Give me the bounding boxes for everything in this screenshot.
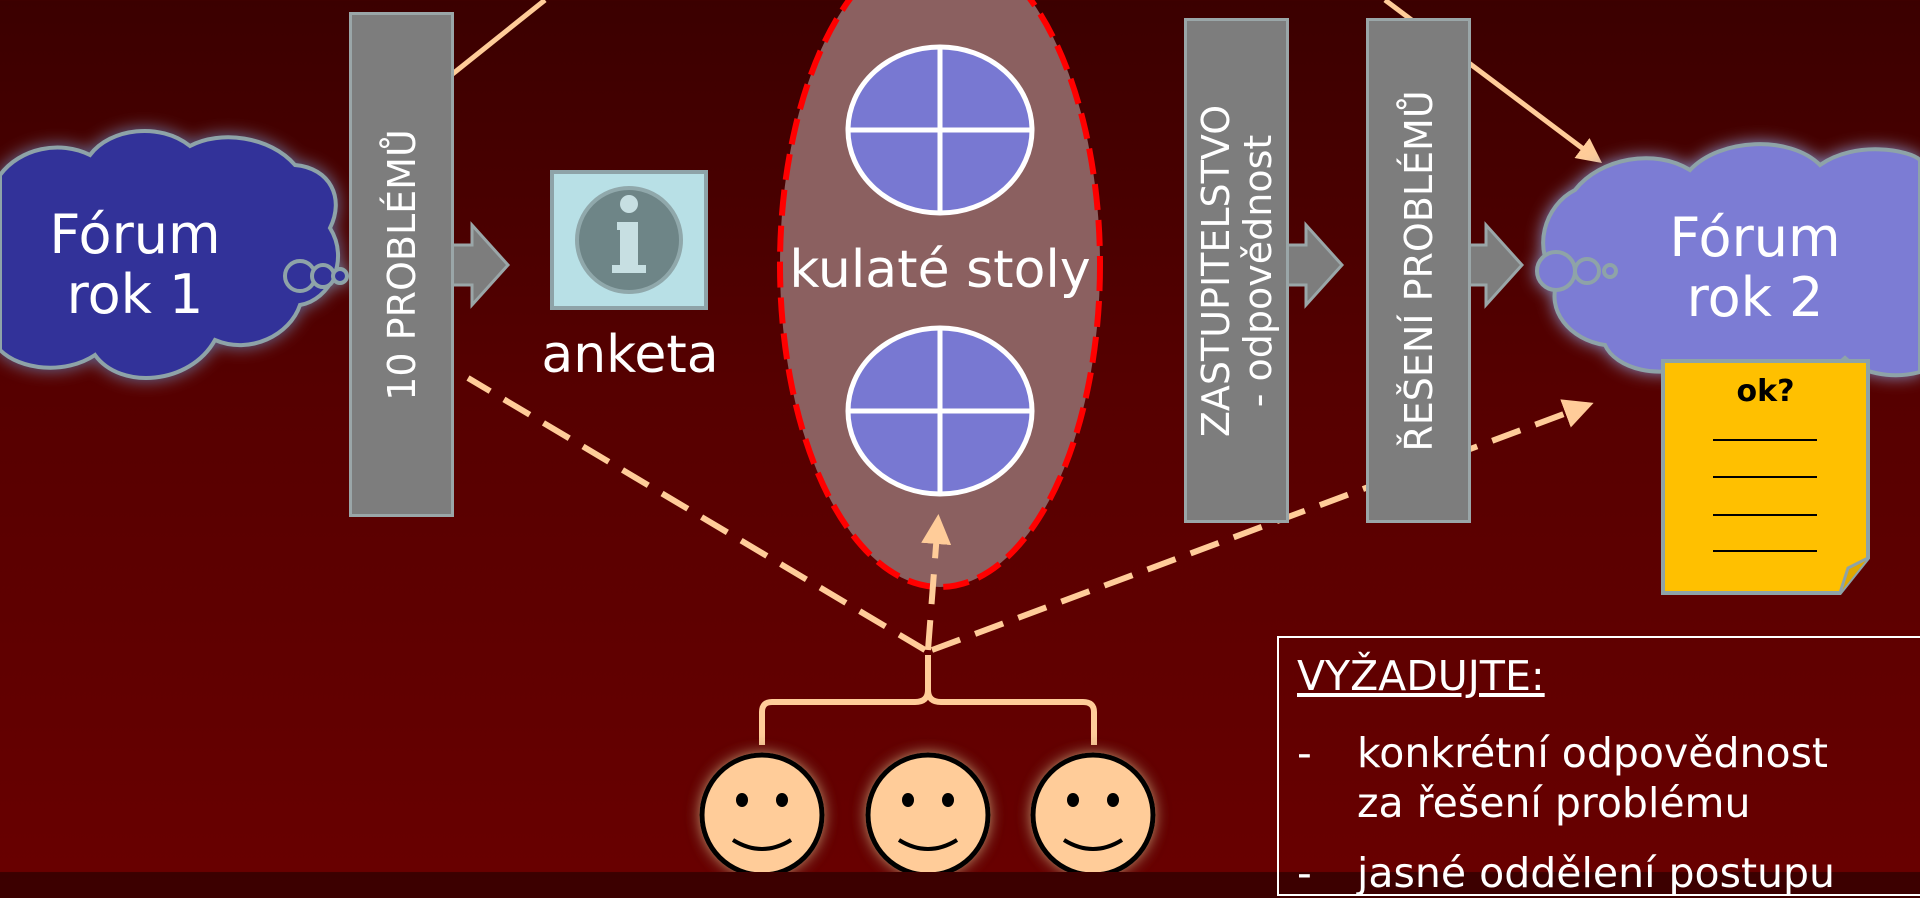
forum-year1-label: Fórum rok 1 (40, 205, 230, 325)
round-table-bottom (845, 325, 1035, 497)
note-sheet (1661, 359, 1870, 595)
diagram-canvas (0, 0, 1920, 872)
cloud-forum-year2 (1535, 142, 1920, 385)
solution-bar-label: ŘEŠENÍ PROBLÉMŮ (1396, 89, 1441, 452)
citizen-face-1 (699, 752, 825, 872)
citizen-face-3 (1030, 752, 1156, 872)
citizen-face-2 (865, 752, 991, 872)
requirement-1-dash: - (1297, 729, 1312, 777)
dashed-arrow-left (466, 375, 927, 653)
solution-bar: ŘEŠENÍ PROBLÉMŮ (1366, 18, 1471, 523)
forum-year2-line1: Fórum (1669, 206, 1841, 269)
council-bar: ZASTUPITELSTVO - odpovědnost (1184, 18, 1289, 523)
people-brace (759, 655, 1097, 745)
council-bar-label: ZASTUPITELSTVO - odpovědnost (1193, 104, 1280, 437)
forum-year2-label: Fórum rok 2 (1660, 208, 1850, 328)
dashed-arrow-right (930, 399, 1594, 653)
requirement-2-line1: jasné oddělení postupu (1357, 849, 1836, 897)
block-arrow-solution (1464, 221, 1525, 309)
council-bar-line1: ZASTUPITELSTVO (1193, 104, 1238, 437)
block-arrow-council (1284, 221, 1345, 309)
block-arrow-problems (450, 221, 511, 309)
requirement-2-dash: - (1297, 849, 1312, 897)
note-label: ok? (1736, 374, 1795, 409)
forum-year2-line2: rok 2 (1686, 266, 1824, 329)
solid-arrow-left (448, 0, 547, 78)
forum-year1-line1: Fórum (49, 203, 221, 266)
problems-bar-label: 10 PROBLÉMŮ (379, 128, 424, 401)
cloud-forum-year1 (0, 128, 349, 380)
dashed-arrow-up (921, 514, 952, 651)
info-icon (550, 170, 708, 310)
council-bar-line2: - odpovědnost (1235, 134, 1280, 407)
requirement-1-line2: za řešení problému (1357, 779, 1751, 827)
survey-label: anketa (541, 325, 719, 385)
forum-year1-line2: rok 1 (66, 263, 204, 326)
round-table-top (845, 44, 1035, 216)
problems-bar: 10 PROBLÉMŮ (349, 12, 454, 517)
requirement-1-line1: konkrétní odpovědnost (1357, 729, 1828, 777)
requirements-box: VYŽADUJTE: - konkrétní odpovědnost za ře… (1277, 636, 1920, 897)
round-tables-label: kulaté stoly (789, 240, 1091, 300)
requirements-title: VYŽADUJTE: (1297, 652, 1545, 700)
